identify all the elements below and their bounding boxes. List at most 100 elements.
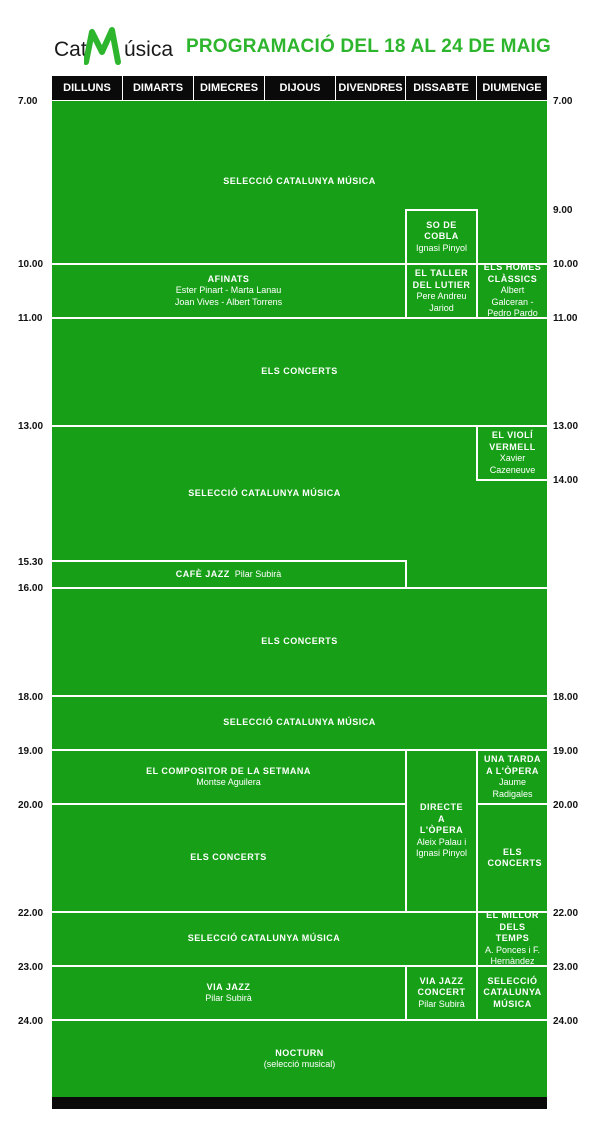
program-title: ELS CONCERTS: [261, 636, 338, 647]
gridline-2300: [52, 965, 547, 967]
program-host: Aleix Palau i Ignasi Pinyol: [415, 836, 468, 859]
program-host: A. Ponces i F. Hernàndez: [484, 944, 541, 967]
time-right-2300: 23.00: [553, 962, 579, 973]
gridline-1900: [52, 749, 547, 751]
schedule-grid: SELECCIÓ CATALUNYA MÚSICA SO DE COBLA Ig…: [52, 101, 547, 1097]
day-saturday: DISSABTE: [406, 76, 477, 100]
program-directe-opera: DIRECTE A L'ÒPERA Aleix Palau i Ignasi P…: [407, 751, 476, 911]
program-host: Pere Andreu Jariod: [416, 291, 467, 313]
program-host: Pilar Subirà: [418, 998, 465, 1009]
program-title: ELS CONCERTS: [487, 846, 543, 869]
colline-sat-left-late: [405, 965, 407, 1021]
program-compositor-setmana: EL COMPOSITOR DE LA SETMANA Montse Aguil…: [52, 751, 405, 803]
time-right-1000: 10.00: [553, 259, 579, 270]
program-violi-vermell: EL VIOLÍ VERMELL Xavier Cazeneuve: [478, 427, 547, 479]
day-thursday: DIJOUS: [265, 76, 336, 100]
program-host: Xavier Cazeneuve: [489, 453, 536, 475]
time-left-2300: 23.00: [18, 962, 44, 973]
time-right-1900: 19.00: [553, 746, 579, 757]
gridline-2400: [52, 1019, 547, 1021]
gridline-2000-sunday: [477, 803, 547, 805]
time-left-2400: 24.00: [18, 1016, 44, 1027]
program-host: Pilar Subirà: [205, 993, 252, 1003]
program-title: NOCTURN: [275, 1047, 324, 1058]
gridline-1600: [52, 587, 547, 589]
colline-sat-right-am: [476, 209, 478, 319]
program-title: VIA JAZZ: [206, 981, 251, 992]
day-friday: DIVENDRES: [336, 76, 406, 100]
program-host: Ester Pinart - Marta Lanau: [175, 285, 282, 296]
program-seleccio-evening: SELECCIÓ CATALUNYA MÚSICA: [52, 697, 547, 749]
colline-sun-violi: [476, 425, 478, 481]
bottom-bar: [52, 1097, 547, 1109]
program-cafe-jazz: CAFÈ JAZZ Pilar Subirà: [52, 562, 405, 587]
time-right-2000: 20.00: [553, 800, 579, 811]
logo-text-cat: Cat: [54, 38, 87, 61]
program-host: (selecció musical): [263, 1059, 336, 1069]
time-right-0700: 7.00: [553, 96, 573, 107]
time-right-1300: 13.00: [553, 421, 579, 432]
program-seleccio-sunday-late: SELECCIÓ CATALUNYA MÚSICA: [478, 967, 547, 1019]
program-title: SELECCIÓ CATALUNYA MÚSICA: [188, 487, 341, 498]
program-title: UNA TARDA A L'ÒPERA: [484, 754, 541, 776]
logo-text-usica: úsica: [124, 38, 174, 61]
time-left-2200: 22.00: [18, 908, 44, 919]
program-host: Montse Aguilera: [196, 777, 261, 787]
gridline-1530-weekdays: [52, 560, 407, 562]
program-afinats: AFINATS Ester Pinart - Marta Lanau Joan …: [52, 265, 405, 317]
time-right-2200: 22.00: [553, 908, 579, 919]
program-host: Albert Galceran - Pedro Pardo: [487, 285, 538, 319]
program-homes-classics: ELS HOMES CLÀSSICS Albert Galceran - Ped…: [478, 262, 547, 319]
time-left-1000: 10.00: [18, 259, 44, 270]
program-title: DIRECTE A L'ÒPERA: [419, 802, 464, 836]
program-title: SELECCIÓ CATALUNYA MÚSICA: [187, 933, 341, 944]
time-right-1400: 14.00: [553, 475, 579, 486]
program-els-concerts-morning: ELS CONCERTS: [52, 319, 547, 425]
program-els-concerts-night: ELS CONCERTS: [52, 805, 405, 911]
program-nocturn: NOCTURN (selecció musical): [52, 1021, 547, 1097]
program-title: ELS CONCERTS: [261, 366, 338, 377]
program-title: VIA JAZZ CONCERT: [417, 975, 466, 998]
day-tuesday: DIMARTS: [123, 76, 194, 100]
program-title: EL MILLOR DELS TEMPS: [486, 910, 539, 944]
catmusica-logo: Cat úsica: [54, 24, 184, 68]
gridline-0900-saturday: [405, 209, 477, 211]
program-title: ELS HOMES CLÀSSICS: [483, 262, 542, 284]
program-seleccio-night: SELECCIÓ CATALUNYA MÚSICA: [52, 913, 476, 965]
time-right-1800: 18.00: [553, 692, 579, 703]
program-host: Pilar Subirà: [234, 568, 282, 579]
colline-sat-left-am: [405, 209, 407, 319]
gridline-1300: [52, 425, 547, 427]
time-left-1900: 19.00: [18, 746, 44, 757]
program-so-de-cobla: SO DE COBLA Ignasi Pinyol: [407, 211, 476, 263]
program-title: SO DE COBLA: [424, 219, 459, 242]
gridline-2200: [52, 911, 547, 913]
gridline-1000: [52, 263, 547, 265]
program-title: SELECCIÓ CATALUNYA MÚSICA: [483, 975, 542, 1009]
logo-m-mark: [84, 27, 121, 65]
program-title: SELECCIÓ CATALUNYA MÚSICA: [223, 717, 376, 728]
program-host: Jaume Radigales: [492, 777, 533, 799]
program-host: Joan Vives - Albert Torrens: [174, 296, 283, 307]
day-monday: DILLUNS: [52, 76, 123, 100]
time-left-1300: 13.00: [18, 421, 44, 432]
gridline-1400-sunday: [477, 479, 547, 481]
day-header-bar: DILLUNS DIMARTS DIMECRES DIJOUS DIVENDRE…: [52, 76, 547, 100]
program-title: AFINATS: [207, 273, 250, 284]
gridline-1800: [52, 695, 547, 697]
time-left-2000: 20.00: [18, 800, 44, 811]
program-els-concerts-afternoon: ELS CONCERTS: [52, 589, 547, 695]
time-left-0700: 7.00: [18, 96, 38, 107]
program-seleccio-afternoon: SELECCIÓ CATALUNYA MÚSICA: [52, 427, 477, 560]
time-right-1100: 11.00: [553, 313, 578, 324]
program-millor-temps: EL MILLOR DELS TEMPS A. Ponces i F. Hern…: [478, 910, 547, 967]
program-title: ELS CONCERTS: [190, 852, 267, 863]
page-title: PROGRAMACIÓ DEL 18 AL 24 DE MAIG: [186, 36, 551, 57]
program-taller-lutier: EL TALLER DEL LUTIER Pere Andreu Jariod: [407, 265, 476, 317]
program-title: SELECCIÓ CATALUNYA MÚSICA: [223, 176, 376, 187]
time-left-1800: 18.00: [18, 692, 44, 703]
program-host: Ignasi Pinyol: [415, 242, 468, 253]
program-title: CAFÈ JAZZ: [175, 568, 230, 579]
time-left-1100: 11.00: [18, 313, 43, 324]
program-title: EL VIOLÍ VERMELL: [489, 430, 536, 452]
